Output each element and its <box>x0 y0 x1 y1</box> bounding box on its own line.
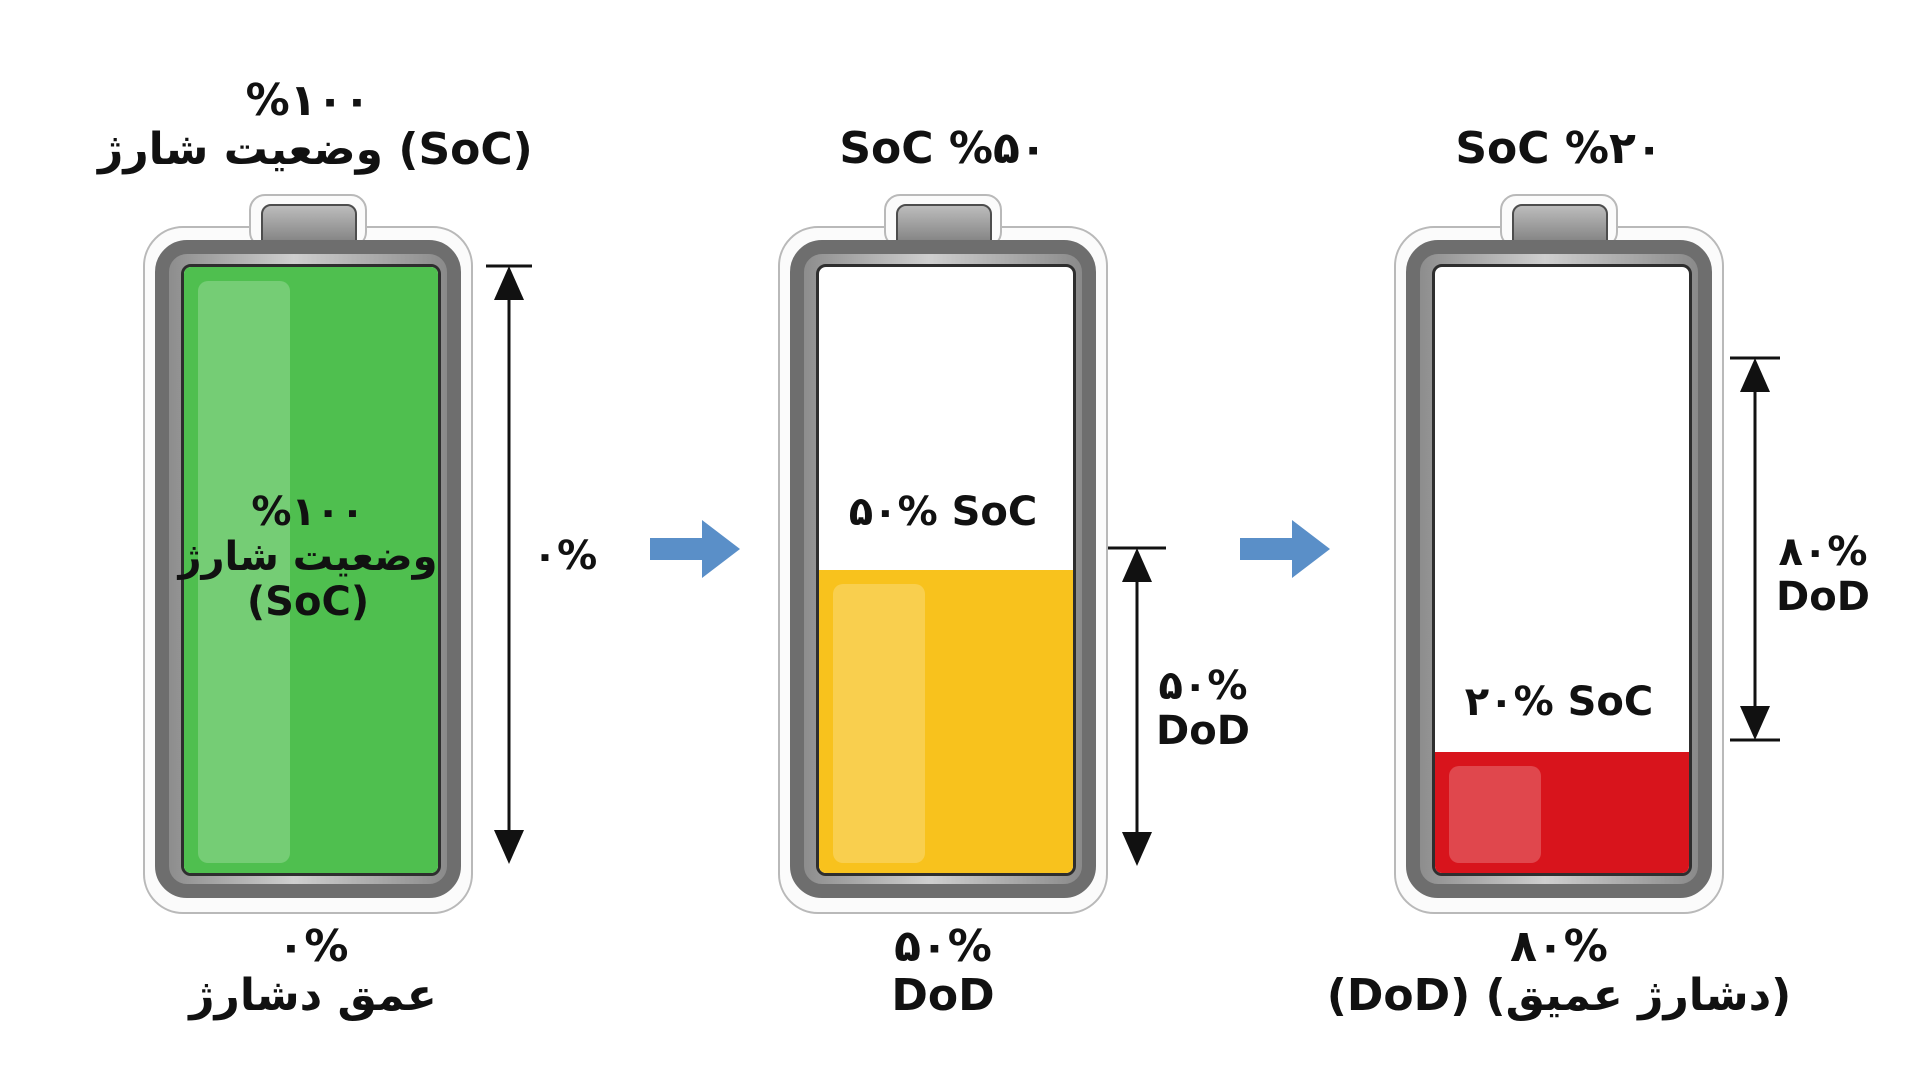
top-label-low: SoC %۲۰ <box>1364 123 1754 174</box>
inner-label-low: ۲۰% SoC <box>1409 680 1709 725</box>
inner-label-line: %۱۰۰ <box>251 489 365 535</box>
bottom-label-line: عمق دشارژ <box>189 970 437 1022</box>
top-label-line: %۱۰۰ <box>245 75 371 126</box>
battery-interior <box>816 264 1076 876</box>
dimension-label-full: ۰% <box>520 534 610 579</box>
inner-label-full: %۱۰۰ وضعیت شارژ (SoC) <box>158 490 458 624</box>
dimension-label-line: DoD <box>1156 707 1250 754</box>
bottom-label-line: DoD <box>891 970 995 1022</box>
inner-label-line: (SoC) <box>246 578 370 625</box>
dimension-arrow-half <box>1108 546 1166 866</box>
top-label-half: SoC %۵۰ <box>748 123 1138 174</box>
battery-half <box>778 194 1108 914</box>
inner-label-half: ۵۰% SoC <box>793 490 1093 535</box>
dimension-label-line: ۰% <box>532 533 598 579</box>
top-label-line: SoC %۵۰ <box>839 123 1047 174</box>
inner-label-line: ۵۰% SoC <box>848 489 1038 535</box>
charge-fill-highlight <box>1449 765 1541 863</box>
bottom-label-low: ۸۰% (DoD) (دشارژ عمیق) <box>1324 922 1794 1021</box>
charge-fill-highlight <box>833 584 925 863</box>
dimension-label-line: ۸۰% <box>1778 529 1868 575</box>
dimension-label-line: DoD <box>1776 573 1870 620</box>
right-arrow-icon <box>1240 520 1330 578</box>
dimension-label-line: ۵۰% <box>1158 663 1248 709</box>
inner-label-line: ۲۰% SoC <box>1464 679 1654 725</box>
top-label-line: SoC %۲۰ <box>1455 123 1663 174</box>
dimension-arrow-full <box>486 264 532 864</box>
bottom-label-line: ۵۰% <box>894 921 992 972</box>
inner-label-line: وضعیت شارژ <box>178 533 438 580</box>
charge-fill <box>1435 751 1689 873</box>
top-label-full: %۱۰۰ وضعیت شارژ (SoC) <box>98 75 533 176</box>
dimension-label-low: ۸۰% DoD <box>1768 530 1878 620</box>
top-label-line: وضعیت شارژ (SoC) <box>98 124 533 176</box>
battery-interior <box>181 264 441 876</box>
battery-full <box>143 194 473 914</box>
charge-fill <box>184 267 438 873</box>
dimension-label-half: ۵۰% DoD <box>1148 664 1258 754</box>
dimension-arrow-low <box>1730 356 1780 742</box>
battery-interior <box>1432 264 1692 876</box>
battery-low <box>1394 194 1724 914</box>
bottom-label-half: ۵۰% DoD <box>798 922 1088 1021</box>
bottom-label-line: ۰% <box>277 921 349 972</box>
right-arrow-icon <box>650 520 740 578</box>
bottom-label-line: ۸۰% <box>1510 921 1608 972</box>
bottom-label-full: ۰% عمق دشارژ <box>148 922 478 1021</box>
charge-fill <box>819 570 1073 873</box>
bottom-label-line: (DoD) (دشارژ عمیق) <box>1326 970 1792 1022</box>
charge-fill-highlight <box>198 281 290 863</box>
